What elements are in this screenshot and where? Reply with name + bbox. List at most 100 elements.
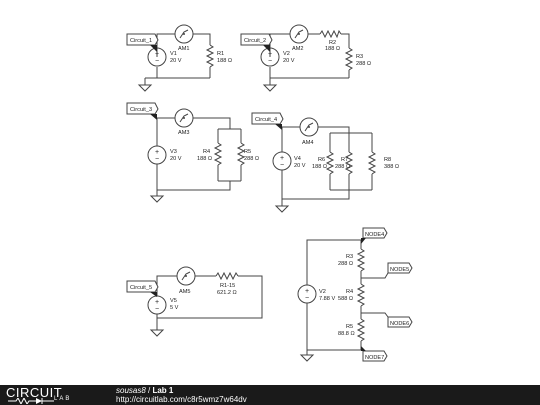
svg-text:+: + bbox=[268, 51, 272, 58]
resistor-name: R6 bbox=[318, 157, 325, 163]
ground-symbol bbox=[299, 354, 315, 362]
circuit-2: + − V2 20 V AM2 R2 188 Ω R3 288 Ω Circui… bbox=[240, 24, 371, 92]
circuit-4: + − V4 20 V AM4 R6 188 Ω R7 288 Ω R8 388… bbox=[251, 112, 399, 213]
resistor-name: R3 bbox=[346, 254, 353, 260]
circuitlab-logo[interactable]: CIRCUIT LAB bbox=[6, 385, 86, 404]
svg-text:−: − bbox=[305, 295, 309, 302]
resistor-name: R5 bbox=[244, 149, 251, 155]
footer-bar: CIRCUIT LAB sousas8 / Lab 1 http://circu… bbox=[0, 385, 540, 405]
net-flag[interactable]: Circuit_1 bbox=[126, 33, 159, 52]
user-name[interactable]: sousas8 bbox=[116, 386, 146, 395]
net-flag-label: Circuit_2 bbox=[244, 38, 266, 44]
source-name: V1 bbox=[170, 51, 177, 57]
svg-text:−: − bbox=[268, 58, 272, 65]
resistor-name: R5 bbox=[346, 324, 353, 330]
voltage-source-symbol: + − bbox=[147, 145, 167, 165]
project-name[interactable]: Lab 1 bbox=[152, 386, 174, 395]
source-value: 5 V bbox=[170, 305, 179, 311]
source-value: 20 V bbox=[170, 156, 182, 162]
source-name: V5 bbox=[170, 298, 177, 304]
net-flag-label: NODE7 bbox=[365, 355, 384, 361]
ammeter-name: AM5 bbox=[179, 289, 191, 295]
svg-text:−: − bbox=[155, 156, 159, 163]
logo-text: CIRCUIT bbox=[6, 385, 63, 400]
net-flag[interactable]: NODE7 bbox=[361, 346, 388, 362]
net-flag[interactable]: Circuit_2 bbox=[240, 33, 273, 52]
resistor-symbol bbox=[215, 271, 239, 281]
svg-text:−: − bbox=[280, 162, 284, 169]
source-name: V2 bbox=[319, 289, 326, 295]
net-flag[interactable]: Circuit_3 bbox=[126, 102, 159, 120]
ground-symbol bbox=[274, 205, 290, 213]
resistor-value: 388 Ω bbox=[384, 164, 399, 170]
resistor-symbol bbox=[367, 151, 377, 175]
net-flag[interactable]: NODE6 bbox=[361, 312, 413, 328]
resistor-symbol bbox=[319, 29, 342, 39]
resistor-symbol bbox=[344, 47, 354, 71]
logo-circuit-icon bbox=[8, 398, 54, 404]
title-separator: / bbox=[145, 386, 153, 395]
circuit-1: + − V1 20 V AM1 R1 188 Ω Circuit_1 bbox=[126, 24, 232, 92]
resistor-symbol bbox=[325, 151, 335, 175]
net-flag[interactable]: Circuit_4 bbox=[251, 112, 284, 130]
source-value: 20 V bbox=[170, 58, 182, 64]
resistor-symbol bbox=[205, 44, 215, 68]
source-name: V4 bbox=[294, 156, 301, 162]
source-value: 20 V bbox=[283, 58, 295, 64]
resistor-value: 188 Ω bbox=[217, 58, 232, 64]
voltage-source-symbol: + − bbox=[147, 295, 167, 315]
resistor-name: R3 bbox=[356, 54, 363, 60]
ammeter-name: AM3 bbox=[178, 130, 190, 136]
svg-text:−: − bbox=[155, 58, 159, 65]
resistor-symbol bbox=[356, 283, 366, 307]
resistor-value: 188 Ω bbox=[312, 164, 327, 170]
source-value: 7.88 V bbox=[319, 296, 335, 302]
net-flag[interactable]: Circuit_5 bbox=[126, 280, 159, 297]
resistor-value: 621.2 Ω bbox=[217, 290, 237, 296]
resistor-value: 288 Ω bbox=[338, 261, 353, 267]
net-flag[interactable]: NODE5 bbox=[361, 262, 413, 279]
net-flag-label: Circuit_4 bbox=[255, 117, 277, 123]
ammeter-symbol bbox=[299, 117, 319, 137]
project-title: sousas8 / Lab 1 bbox=[116, 386, 173, 395]
resistor-name: R8 bbox=[384, 157, 391, 163]
resistor-name: R4 bbox=[346, 289, 353, 295]
svg-text:+: + bbox=[155, 299, 159, 306]
project-url[interactable]: http://circuitlab.com/c8r5wmz7w64dv bbox=[116, 395, 247, 404]
net-flag[interactable]: NODE4 bbox=[361, 227, 388, 244]
resistor-name: R1-15 bbox=[220, 283, 235, 289]
circuit-3: + − V3 20 V AM3 R4 188 Ω R5 288 Ω Circui… bbox=[126, 102, 259, 203]
resistor-symbol bbox=[213, 142, 223, 166]
source-name: V3 bbox=[170, 149, 177, 155]
resistor-symbol bbox=[356, 248, 366, 272]
ammeter-name: AM1 bbox=[178, 46, 190, 52]
ammeter-symbol bbox=[176, 266, 196, 286]
resistor-value: 288 Ω bbox=[244, 156, 259, 162]
resistor-value: 288 Ω bbox=[335, 164, 350, 170]
resistor-symbol bbox=[236, 142, 246, 166]
ammeter-symbol bbox=[174, 108, 194, 128]
net-flag-label: Circuit_1 bbox=[130, 38, 152, 44]
svg-text:+: + bbox=[155, 51, 159, 58]
voltage-source-symbol: + − bbox=[272, 151, 292, 171]
net-flag-label: NODE6 bbox=[390, 321, 409, 327]
resistor-symbol bbox=[344, 151, 354, 175]
net-flag-label: NODE4 bbox=[365, 232, 384, 238]
schematic-canvas: + − V1 20 V AM1 R1 188 Ω Circuit_1 bbox=[126, 24, 413, 362]
svg-text:+: + bbox=[155, 149, 159, 156]
resistor-name: R7 bbox=[341, 157, 348, 163]
source-value: 20 V bbox=[294, 163, 306, 169]
net-flag-label: Circuit_5 bbox=[130, 285, 152, 291]
resistor-name: R1 bbox=[217, 51, 224, 57]
resistor-value: 188 Ω bbox=[325, 46, 340, 52]
resistor-value: 88.8 Ω bbox=[338, 331, 355, 337]
logo-subtext: LAB bbox=[54, 396, 72, 402]
resistor-value: 288 Ω bbox=[356, 61, 371, 67]
ammeter-name: AM2 bbox=[292, 46, 304, 52]
svg-text:−: − bbox=[155, 306, 159, 313]
ground-symbol bbox=[149, 329, 165, 337]
svg-text:+: + bbox=[305, 288, 309, 295]
resistor-value: 188 Ω bbox=[197, 156, 212, 162]
ammeter-symbol bbox=[289, 24, 309, 44]
net-flag-label: Circuit_3 bbox=[130, 107, 152, 113]
